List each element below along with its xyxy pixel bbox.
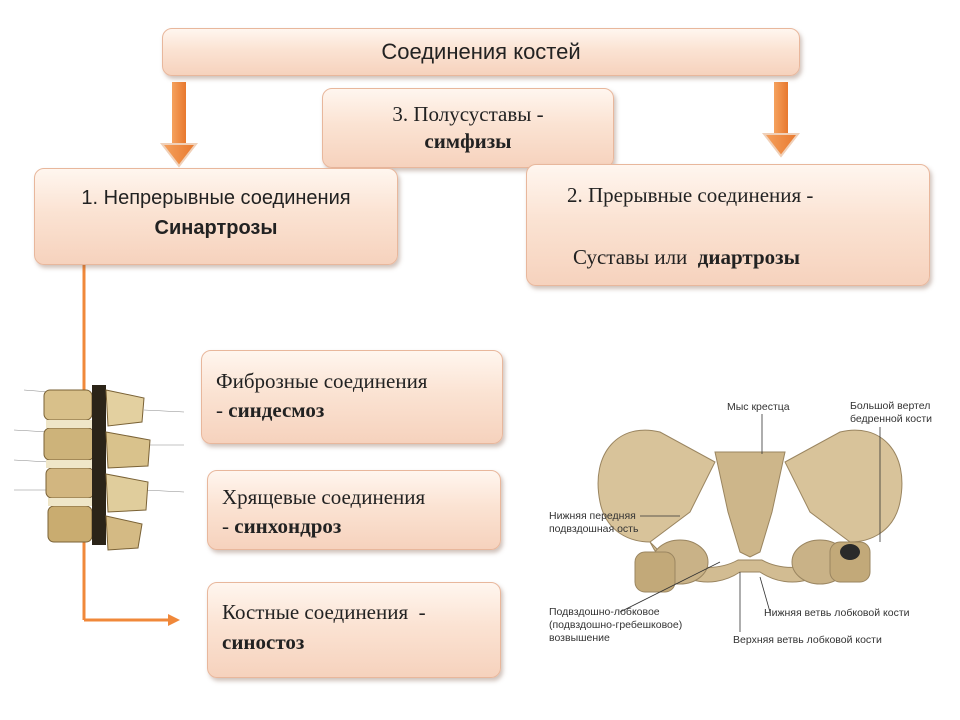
fibrous-box: Фиброзные соединения - синдесмоз: [201, 350, 503, 444]
cartilage-line2: - синхондроз: [222, 512, 500, 541]
label-iliopubic-1: Подвздошно-лобковое: [549, 606, 660, 618]
title-text: Соединения костей: [381, 39, 581, 64]
label-superior-ramus: Верхняя ветвь лобковой кости: [733, 634, 882, 646]
bony-line1: Костные соединения -: [222, 600, 426, 624]
label-iliopubic-2: (подвздошно-гребешковое): [549, 619, 683, 631]
label-ant-inf-spine-1: Нижняя передняя: [549, 510, 636, 522]
fibrous-line2-bold: синдесмоз: [228, 398, 325, 422]
cartilage-line2-prefix: -: [222, 514, 235, 538]
cartilage-line2-bold: синхондроз: [234, 514, 342, 538]
pelvis-illustration: [597, 414, 903, 632]
discontinuous-line2: Суставы или диартрозы: [573, 243, 800, 271]
label-ant-inf-spine-2: подвздошная ость: [549, 523, 639, 535]
fibrous-line1: Фиброзные соединения: [216, 369, 428, 393]
discontinuous-joints-box: 2. Прерывные соединения - Суставы или ди…: [526, 164, 930, 286]
bony-box: Костные соединения - синостоз: [207, 582, 501, 678]
label-greater-trochanter-2: бедренной кости: [850, 413, 933, 425]
label-greater-trochanter-1: Большой вертел: [850, 400, 931, 412]
cartilage-line1: Хрящевые соединения: [222, 485, 426, 509]
bony-line2: синостоз: [222, 630, 305, 654]
discontinuous-line1: 2. Прерывные соединения -: [567, 183, 814, 207]
spine-illustration: [13, 385, 185, 551]
cartilage-box: Хрящевые соединения - синхондроз: [207, 470, 501, 550]
label-sacral-promontory: Мыс крестца: [727, 401, 790, 413]
continuous-joints-box: 1. Непрерывные соединения Синартрозы: [34, 168, 398, 265]
semi-joints-line1: 3. Полусуставы -: [392, 102, 544, 126]
fibrous-line2-prefix: -: [216, 398, 229, 422]
right-down-arrow: [761, 82, 801, 158]
left-down-arrow: [159, 82, 199, 168]
continuous-line2: Синартрозы: [154, 217, 278, 239]
fibrous-line2: - синдесмоз: [216, 396, 502, 425]
semi-joints-box: 3. Полусуставы - симфизы: [322, 88, 614, 168]
semi-joints-line2: симфизы: [424, 129, 512, 153]
label-inferior-ramus: Нижняя ветвь лобковой кости: [764, 607, 910, 619]
title-box: Соединения костей: [162, 28, 800, 76]
label-iliopubic-3: возвышение: [549, 632, 610, 644]
continuous-line1: 1. Непрерывные соединения: [81, 187, 351, 209]
discontinuous-line2-prefix: Суставы или: [573, 245, 688, 269]
discontinuous-line2-bold: диартрозы: [697, 245, 801, 269]
